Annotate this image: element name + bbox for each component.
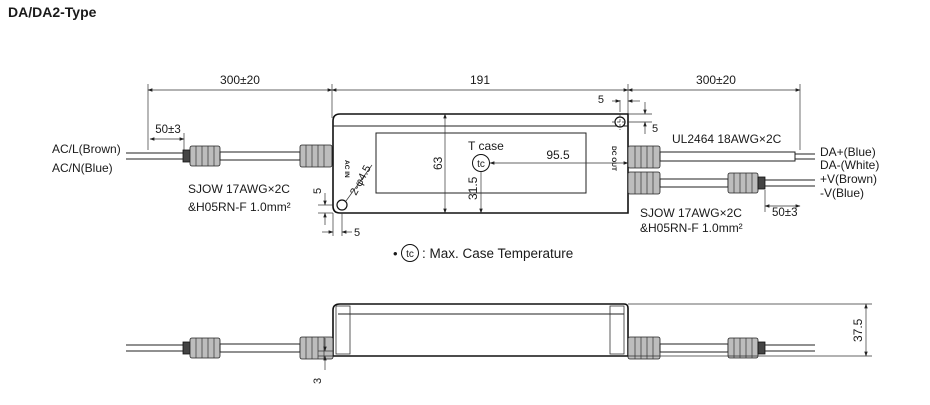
label-da-minus: DA-(White) (820, 158, 879, 172)
side-right-cable (659, 343, 729, 353)
label-v-minus: -V(Blue) (820, 186, 864, 200)
dc-out-mark: DC OUT (610, 146, 617, 171)
side-view: 37.5 3 (126, 303, 872, 384)
right-lower-cable (659, 178, 729, 188)
label-input-cable-1: SJOW 17AWG×2C (188, 182, 290, 196)
tc-symbol (472, 154, 490, 172)
label-input-cable-2: &H05RN-F 1.0mm² (188, 200, 291, 214)
legend-bullet: • (393, 246, 398, 261)
mounting-hole-bottom-left (336, 199, 348, 211)
label-ul-cable: UL2464 18AWG×2C (672, 132, 782, 146)
dim-case-height-label: 31.5 (466, 176, 480, 200)
hole-leader-line (345, 164, 373, 202)
body-side-left-cap (335, 305, 351, 355)
body-side-right-cap (609, 305, 625, 355)
dim-right-cable-label: 300±20 (696, 73, 736, 87)
label-output-cable-1: SJOW 17AWG×2C (640, 206, 742, 220)
label-v-plus: +V(Brown) (820, 172, 877, 186)
dim-side-offset-label: 3 (312, 378, 324, 384)
dim-left-strip-label: 50±3 (155, 124, 181, 136)
dim-hole-bottom-v-label: 5 (312, 188, 324, 194)
dim-right-strip-label: 50±3 (772, 207, 798, 219)
right-plug (727, 172, 766, 194)
dim-side-height-label: 37.5 (851, 318, 865, 342)
psu-body-side (332, 303, 629, 357)
label-output-cable-2: &H05RN-F 1.0mm² (640, 221, 743, 235)
dim-body-length-label: 191 (470, 73, 490, 87)
legend-text: : Max. Case Temperature (422, 246, 573, 261)
left-cable (219, 151, 301, 161)
side-left-cable (219, 343, 301, 353)
dim-hole-top-label: 5 (598, 94, 604, 106)
dim-hole-bottom-h-label: 5 (354, 227, 360, 239)
left-plug (182, 145, 221, 167)
dim-case-distance-label: 95.5 (546, 148, 570, 162)
legend-tc-icon (401, 244, 419, 262)
tc-symbol-text: tc (477, 159, 485, 170)
side-left-plug (182, 337, 221, 359)
left-strain-relief (299, 144, 333, 168)
side-right-plug (727, 337, 766, 359)
label-ac-n: AC/N(Blue) (52, 161, 113, 175)
right-lower-strain-relief (627, 171, 661, 195)
dim-left-cable-label: 300±20 (220, 73, 260, 87)
label-t-case: T case (468, 139, 504, 153)
diagram-title: DA/DA2-Type (8, 4, 97, 20)
label-da-plus: DA+(Blue) (820, 145, 876, 159)
dim-body-width-label: 63 (431, 156, 445, 170)
top-view: 300±20 191 300±20 50±3 AC/L(Brown) AC/N(… (52, 73, 879, 262)
right-upper-strain-relief (627, 145, 661, 169)
ac-in-mark: AC IN (343, 160, 350, 178)
dim-hole-right-label: 5 (652, 123, 658, 135)
label-ac-l: AC/L(Brown) (52, 142, 121, 156)
right-upper-cable (659, 151, 796, 162)
legend-tc-text: tc (406, 249, 414, 260)
